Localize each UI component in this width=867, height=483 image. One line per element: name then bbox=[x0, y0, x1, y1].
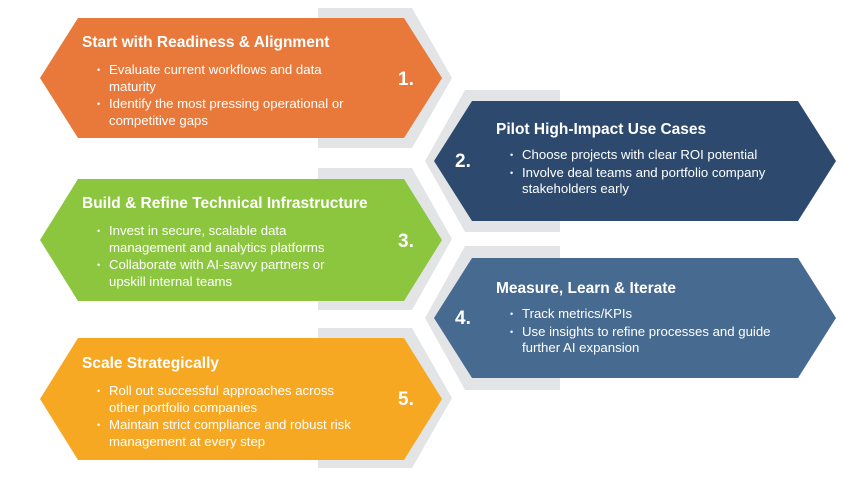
step-2-number: 2. bbox=[455, 151, 471, 172]
step-4-title: Measure, Learn & Iterate bbox=[496, 280, 677, 297]
step-4-number: 4. bbox=[455, 308, 471, 329]
step-3-bullet-1: Invest in secure, scalable data manageme… bbox=[97, 223, 362, 256]
step-3-bullets: Invest in secure, scalable data manageme… bbox=[97, 223, 362, 291]
step-1-title: Start with Readiness & Alignment bbox=[82, 34, 330, 51]
step-1-bullets: Evaluate current workflows and data matu… bbox=[97, 62, 362, 130]
step-2-title: Pilot High-Impact Use Cases bbox=[496, 121, 707, 138]
step-1-number: 1. bbox=[398, 69, 414, 90]
step-5-bullet-1: Roll out successful approaches across ot… bbox=[97, 383, 362, 416]
step-5-number: 5. bbox=[398, 389, 414, 410]
step-3-title: Build & Refine Technical Infrastructure bbox=[82, 195, 368, 212]
step-3-number: 3. bbox=[398, 231, 414, 252]
step-4-bullet-1: Track metrics/KPIs bbox=[510, 306, 800, 323]
step-2-bullet-2: Involve deal teams and portfolio company… bbox=[510, 165, 800, 198]
step-1-bullet-2: Identify the most pressing operational o… bbox=[97, 96, 362, 129]
step-5-bullet-2: Maintain strict compliance and robust ri… bbox=[97, 417, 362, 450]
step-3-bullet-2: Collaborate with AI-savvy partners or up… bbox=[97, 257, 362, 290]
step-2-bullets: Choose projects with clear ROI potential… bbox=[510, 147, 800, 199]
step-4-bullets: Track metrics/KPIs Use insights to refin… bbox=[510, 306, 800, 358]
step-4-bullet-2: Use insights to refine processes and gui… bbox=[510, 324, 800, 357]
step-1-bullet-1: Evaluate current workflows and data matu… bbox=[97, 62, 362, 95]
step-5-bullets: Roll out successful approaches across ot… bbox=[97, 383, 362, 451]
step-2-bullet-1: Choose projects with clear ROI potential bbox=[510, 147, 800, 164]
step-5-title: Scale Strategically bbox=[82, 355, 219, 372]
